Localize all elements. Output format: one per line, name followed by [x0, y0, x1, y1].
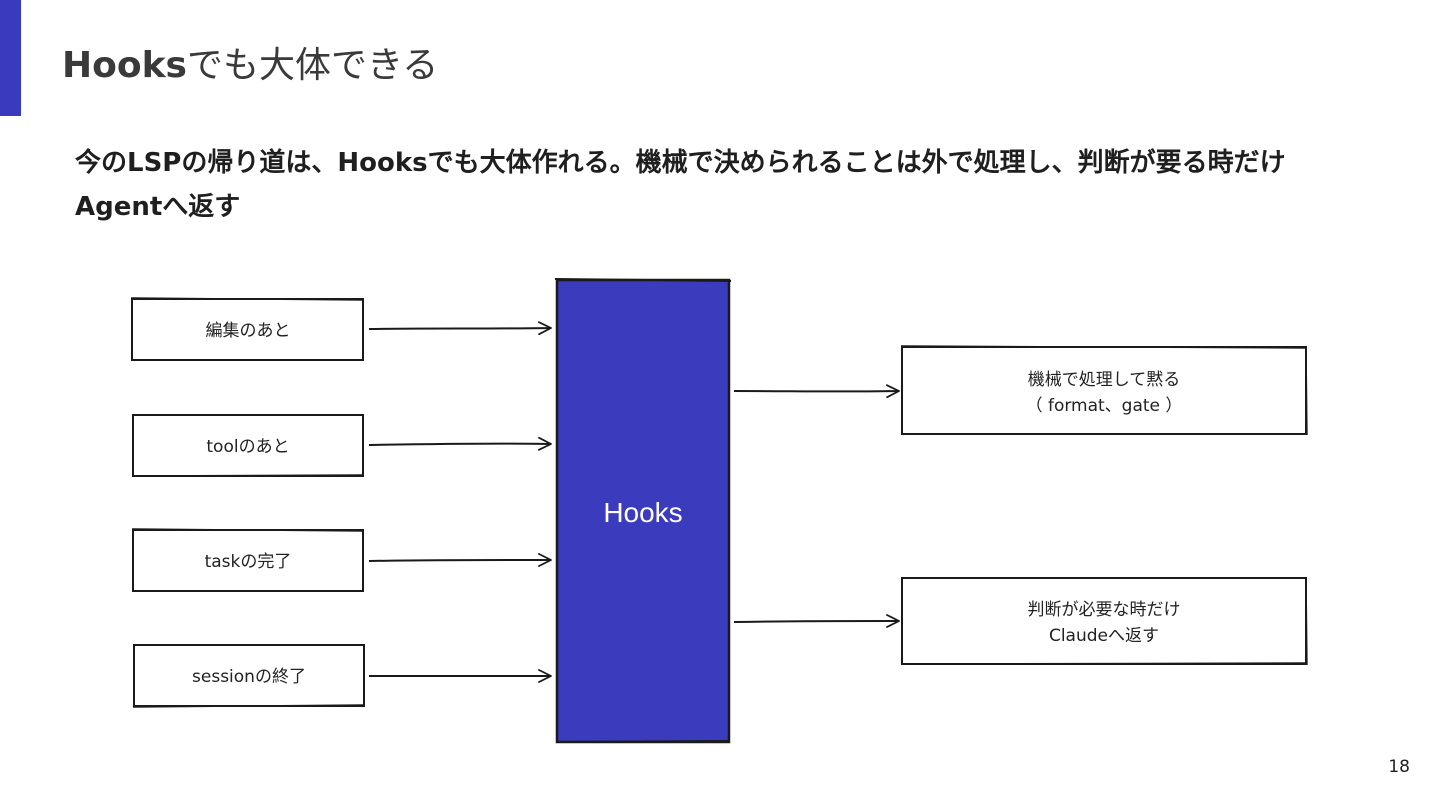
hooks-label: Hooks [603, 497, 682, 528]
output-box: 機械で処理して黙る （ format、gate ） [900, 345, 1308, 436]
input-label: taskの完了 [205, 552, 292, 572]
page-title: Hooksでも大体できる [62, 40, 438, 92]
input-box: taskの完了 [131, 528, 365, 592]
output-box: 判断が必要な時だけ Claudeへ返す [900, 576, 1308, 666]
input-label: 編集のあと [206, 321, 291, 341]
page-title-rest: でも大体できる [186, 45, 439, 86]
input-label: sessionの終了 [192, 667, 306, 687]
output-label-line: （ format、gate ） [1026, 396, 1183, 416]
output-label-line: 判断が必要な時だけ [1028, 600, 1181, 620]
accent-bar [0, 0, 21, 116]
hooks-block: Hooks [554, 278, 732, 744]
input-box: 編集のあと [130, 297, 365, 361]
input-label: toolのあと [206, 437, 289, 457]
input-arrow [368, 436, 552, 451]
page-number: 18 [1388, 757, 1410, 777]
page-title-bold: Hooks [62, 45, 187, 86]
input-arrow [368, 321, 552, 336]
output-arrow [733, 614, 900, 628]
input-box: toolのあと [131, 414, 365, 477]
output-label-line: 機械で処理して黙る [1028, 370, 1181, 390]
lead-text: 今のLSPの帰り道は、Hooksでも大体作れる。機械で決められることは外で処理し… [75, 148, 1286, 222]
input-box: sessionの終了 [132, 644, 366, 708]
output-label-line: Claudeへ返す [1049, 626, 1159, 646]
input-arrow [368, 553, 552, 567]
